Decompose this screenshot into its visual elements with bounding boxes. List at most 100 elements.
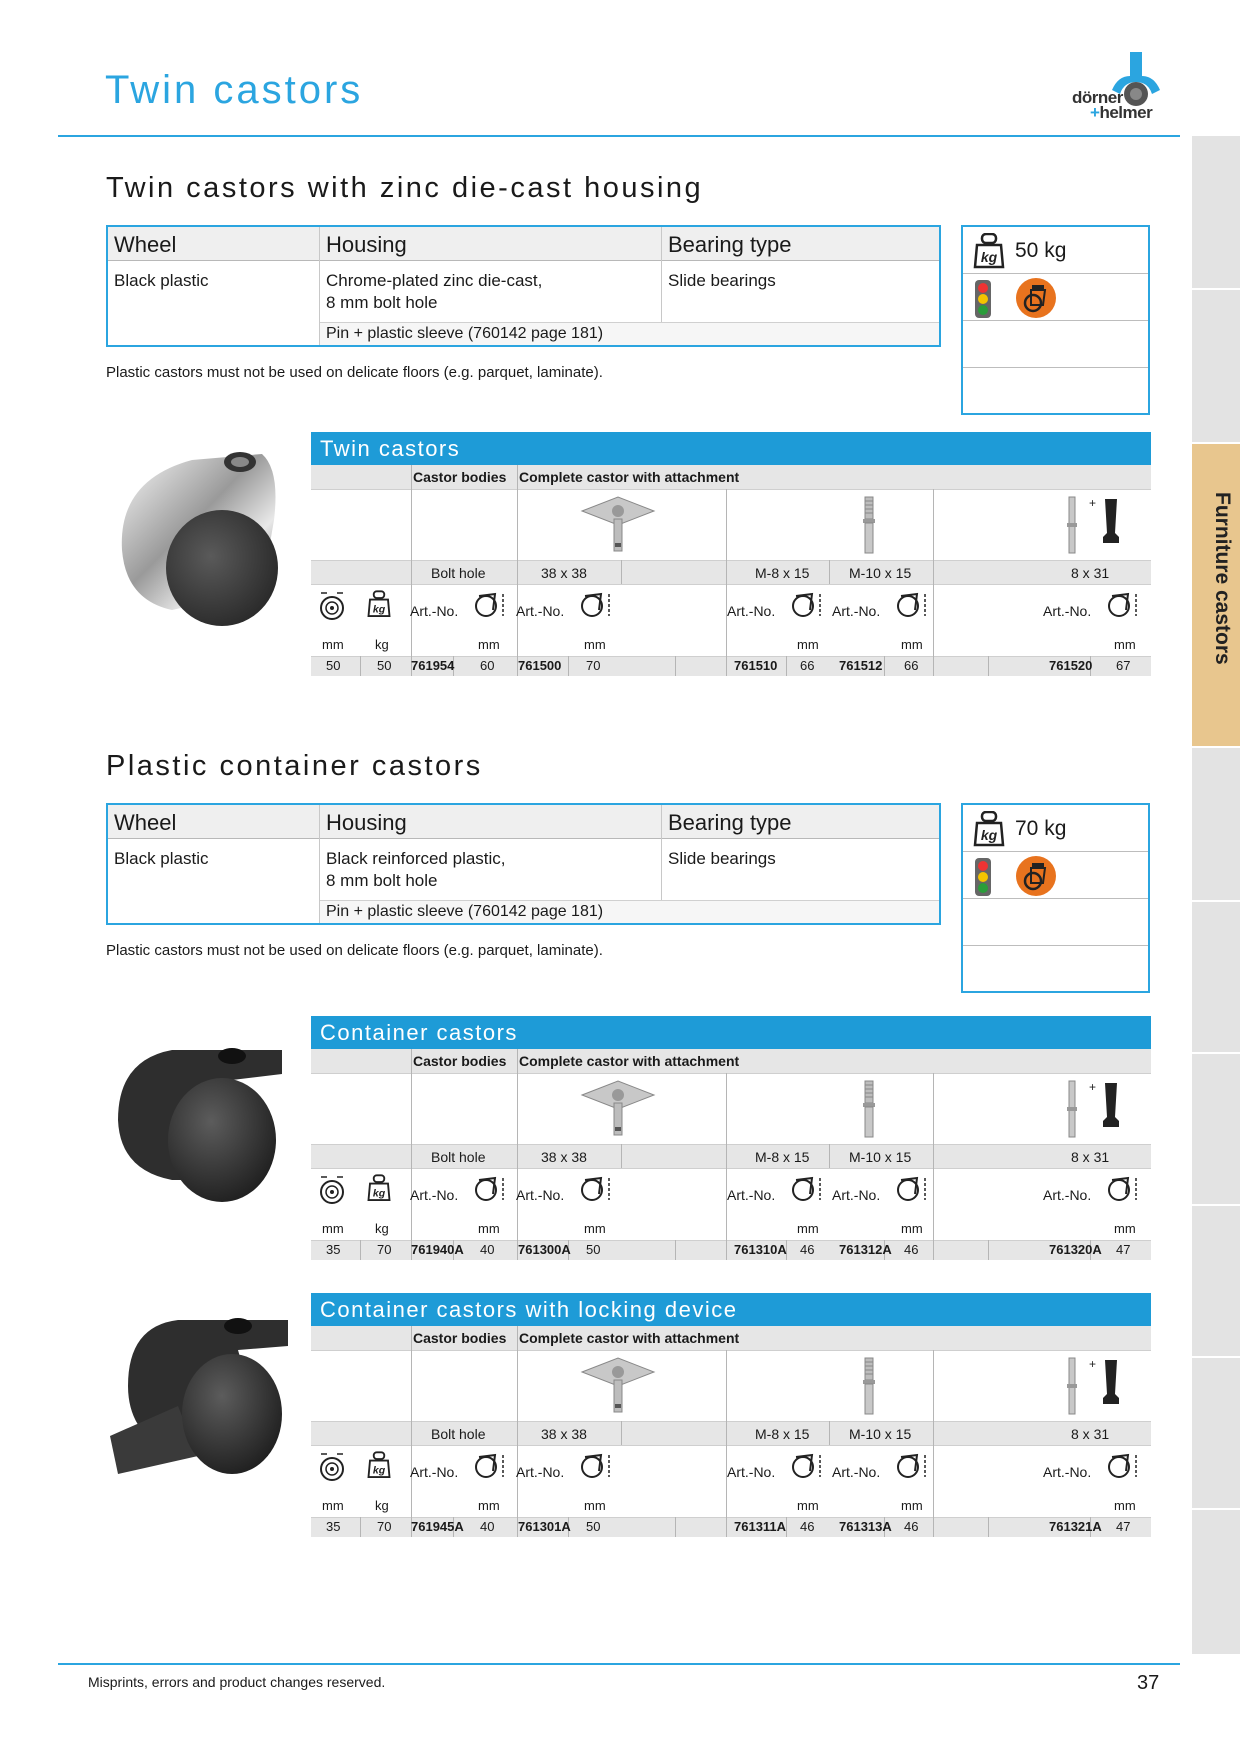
load-capacity: 50 kg <box>1015 239 1067 262</box>
brand-line2: helmer <box>1099 103 1153 122</box>
article-number[interactable]: 761940A <box>411 1242 464 1257</box>
side-tab[interactable] <box>1192 136 1240 290</box>
unit-label: mm <box>797 1498 819 1513</box>
pin-sleeve-icon: + <box>1067 1080 1119 1138</box>
art-no-header: Art.-No. <box>1043 1464 1092 1480</box>
unit-label: mm <box>584 1498 606 1513</box>
load-kg-icon: kg <box>367 1174 391 1201</box>
load-box: kg 70 kg <box>961 803 1150 993</box>
article-number[interactable]: 761500 <box>518 658 562 673</box>
table-data-row <box>311 1517 1151 1537</box>
svg-text:kg: kg <box>981 827 998 843</box>
m8-label: M-8 x 15 <box>755 565 810 581</box>
art-no-header: Art.-No. <box>516 1464 565 1480</box>
spec-wheel-value: Black plastic <box>114 849 209 868</box>
height-value: 46 <box>800 1242 815 1257</box>
product-table: Castor bodies Complete castor with attac… <box>311 465 1151 677</box>
load-kg-icon: kg <box>367 1451 391 1478</box>
m10-label: M-10 x 15 <box>849 565 912 581</box>
article-number[interactable]: 761311A <box>734 1519 787 1534</box>
side-tab[interactable] <box>1192 1206 1240 1358</box>
pin-size-label: 8 x 31 <box>1071 565 1110 581</box>
height-value: 50 <box>586 1242 601 1257</box>
art-no-header: Art.-No. <box>1043 603 1092 619</box>
footer-rule <box>58 1663 1180 1665</box>
height-value: 40 <box>480 1242 495 1257</box>
page-title: Twin castors <box>105 68 364 112</box>
side-tab[interactable] <box>1192 1510 1240 1656</box>
threaded-stem-icon <box>863 1357 875 1415</box>
svg-text:kg: kg <box>373 1464 386 1476</box>
spec-header-row <box>108 227 939 261</box>
wheel-diameter-value: 35 <box>326 1519 341 1534</box>
unit-label: mm <box>478 1221 500 1236</box>
pin-sleeve-icon: + <box>1067 1357 1119 1415</box>
article-number[interactable]: 761313A <box>839 1519 892 1534</box>
plate-size-label: 38 x 38 <box>541 1149 587 1165</box>
unit-label: mm <box>322 637 344 652</box>
plate-size-label: 38 x 38 <box>541 565 587 581</box>
table-subheader-row <box>311 1049 1151 1073</box>
side-tab[interactable] <box>1192 902 1240 1054</box>
m8-label: M-8 x 15 <box>755 1426 810 1442</box>
article-number[interactable]: 761312A <box>839 1242 892 1257</box>
unit-label: mm <box>901 1498 923 1513</box>
height-castor-icon <box>581 1176 610 1201</box>
article-number[interactable]: 761954 <box>411 658 455 673</box>
article-number[interactable]: 761512 <box>839 658 883 673</box>
art-no-header: Art.-No. <box>1043 1187 1092 1203</box>
spec-table: Wheel Housing Bearing type Black plastic… <box>106 803 941 925</box>
wheel-diameter-icon <box>320 1176 344 1204</box>
bolt-hole-label: Bolt hole <box>431 1426 486 1442</box>
svg-text:kg: kg <box>981 249 998 265</box>
unit-label: mm <box>322 1498 344 1513</box>
table-subheader-row <box>311 465 1151 489</box>
table-data-row <box>311 1240 1151 1260</box>
unit-label: mm <box>1114 1498 1136 1513</box>
art-no-header: Art.-No. <box>727 1464 776 1480</box>
floor-warning-note: Plastic castors must not be used on deli… <box>106 364 603 381</box>
m10-label: M-10 x 15 <box>849 1149 912 1165</box>
table-title: Container castors with locking device <box>311 1293 1151 1326</box>
article-number[interactable]: 761520 <box>1049 658 1093 673</box>
table-title: Container castors <box>311 1016 1151 1049</box>
unit-label: mm <box>584 1221 606 1236</box>
article-number[interactable]: 761300A <box>518 1242 571 1257</box>
table-data-row <box>311 656 1151 676</box>
height-castor-icon <box>792 1453 821 1478</box>
art-no-header: Art.-No. <box>727 1187 776 1203</box>
product-table: Castor bodies Complete castor with attac… <box>311 1049 1151 1261</box>
svg-text:kg: kg <box>373 603 386 615</box>
spec-housing-line1: Black reinforced plastic, <box>326 849 506 868</box>
m10-label: M-10 x 15 <box>849 1426 912 1442</box>
load-box: kg 50 kg <box>961 225 1150 415</box>
section-title: Plastic container castors <box>106 750 483 782</box>
weight-kg-icon: kg <box>973 811 1005 847</box>
side-tab[interactable] <box>1192 1054 1240 1206</box>
side-tab[interactable] <box>1192 1358 1240 1510</box>
height-value: 60 <box>480 658 495 673</box>
height-value: 66 <box>904 658 919 673</box>
wheel-diameter-icon <box>320 592 344 620</box>
weight-kg-icon: kg <box>973 233 1005 269</box>
side-tab-furniture-castors[interactable] <box>1192 444 1240 748</box>
unit-label: kg <box>375 637 389 652</box>
spec-header-bearing: Bearing type <box>668 810 792 835</box>
article-number[interactable]: 761945A <box>411 1519 464 1534</box>
article-number[interactable]: 761310A <box>734 1242 787 1257</box>
height-castor-icon <box>792 592 821 617</box>
art-no-header: Art.-No. <box>516 1187 565 1203</box>
article-number[interactable]: 761510 <box>734 658 778 673</box>
article-number[interactable]: 761320A <box>1049 1242 1102 1257</box>
height-castor-icon <box>897 1453 926 1478</box>
spec-wheel-value: Black plastic <box>114 271 209 290</box>
art-no-header: Art.-No. <box>516 603 565 619</box>
side-tab[interactable] <box>1192 748 1240 902</box>
traffic-light-icon <box>975 858 991 896</box>
article-number[interactable]: 761321A <box>1049 1519 1102 1534</box>
unit-label: mm <box>478 637 500 652</box>
castor-bodies-label: Castor bodies <box>413 1053 507 1069</box>
article-number[interactable]: 761301A <box>518 1519 571 1534</box>
side-tab[interactable] <box>1192 290 1240 444</box>
svg-text:+: + <box>1089 496 1096 510</box>
